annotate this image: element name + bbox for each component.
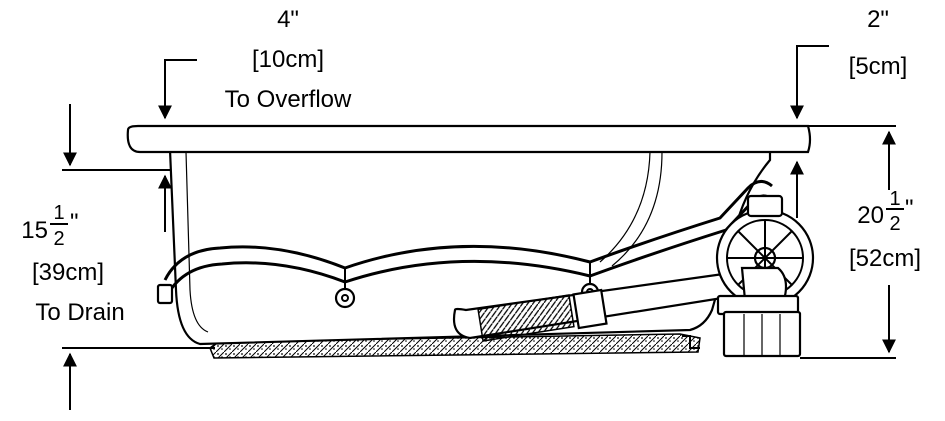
rim-leader-arrow-top [790,45,829,120]
drain-fraction-numerator: 1 [53,202,64,224]
overflow-fitting [156,283,174,305]
rim-metric-label: [5cm] [849,53,908,80]
drain-dimension: 15 1 2 " [39cm] To Drain [21,104,215,410]
rim-imperial-label: 2" [867,6,889,33]
pipe-coupling [572,288,608,330]
tub-apron-inner [611,151,663,267]
drain-pipe-hatched-section [477,294,575,342]
pump-base [716,294,802,358]
pipe-hanger-left [334,268,356,309]
drain-caption-label: To Drain [35,299,124,326]
height-metric-label: [52cm] [849,245,921,272]
bathtub-illustration [126,124,815,359]
tub-apron [599,151,651,263]
overflow-dimension: 4" [10cm] To Overflow [158,6,352,120]
tub-inner-contour [185,151,209,333]
height-fraction-numerator: 1 [889,188,900,210]
overflow-caption-label: To Overflow [225,86,352,113]
tub-flange [126,124,812,154]
drain-whole-number: 15 [21,217,48,244]
drain-metric-label: [39cm] [32,259,104,286]
height-dimension: 20 1 2 " [52cm] [800,125,921,359]
drain-inch-mark: " [70,209,79,236]
drain-fraction-denominator: 2 [53,228,64,250]
overflow-metric-label: [10cm] [252,46,324,73]
overflow-leader-arrow [158,59,197,120]
floor-bracket [682,335,700,349]
height-fraction-denominator: 2 [889,213,900,235]
height-whole-number: 20 [857,202,884,229]
overflow-imperial-label: 4" [277,6,299,33]
height-inch-mark: " [905,195,914,222]
air-channel-outer [163,180,773,281]
rim-dimension: 2" [5cm] [790,6,908,218]
